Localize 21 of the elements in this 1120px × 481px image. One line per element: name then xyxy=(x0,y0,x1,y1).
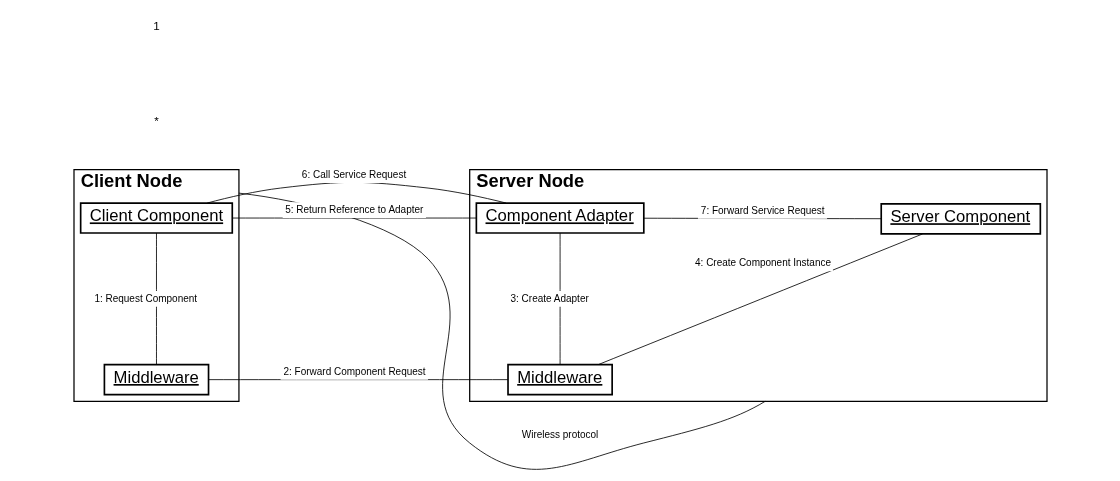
edge-label: 4: Create Component Instance xyxy=(694,257,831,269)
connector xyxy=(206,181,506,204)
node-box: Client Component xyxy=(79,202,233,234)
connector xyxy=(597,233,923,365)
node-box: Component Adapter xyxy=(475,202,645,234)
edge-label: 1: Request Component xyxy=(93,292,197,304)
label: * xyxy=(153,114,159,128)
connector xyxy=(231,217,477,219)
connector xyxy=(238,192,766,470)
label: 1 xyxy=(152,18,160,32)
node-box: Middleware xyxy=(103,363,209,396)
connector xyxy=(155,232,157,365)
connector xyxy=(559,232,560,365)
edge-label: Wireless protocol xyxy=(521,429,598,441)
edge-label: 7: Forward Service Request xyxy=(700,204,825,216)
edge-label: 2: Forward Component Request xyxy=(283,365,426,377)
node-box: Middleware xyxy=(506,363,613,396)
node-box: Server Component xyxy=(879,203,1041,235)
edge-label: 3: Create Adapter xyxy=(510,292,589,304)
edge-label: 5: Return Reference to Adapter xyxy=(284,204,423,216)
edge-label: 6: Call Service Request xyxy=(301,169,406,181)
